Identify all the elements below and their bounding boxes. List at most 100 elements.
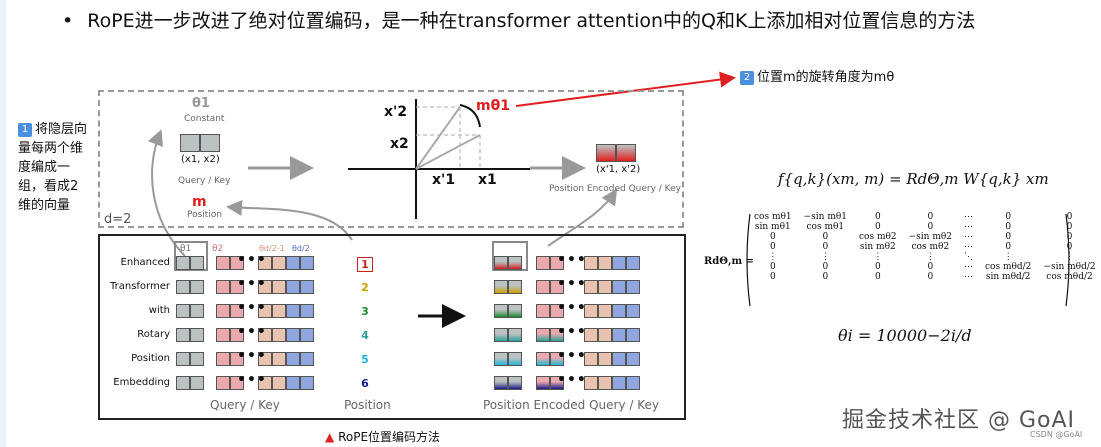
encoded-cell (508, 376, 522, 390)
encoded-cell (494, 352, 508, 366)
encoded-cell (584, 304, 598, 318)
query-cell (272, 352, 286, 366)
x2-label: x2 (390, 136, 409, 152)
ellipsis-dots: ••• (557, 324, 587, 340)
query-cell (216, 256, 230, 270)
matrix-cell: ⋯ (964, 232, 973, 242)
encoded-cell (584, 352, 598, 366)
rope-function-formula: f{q,k}(xm, m) = RdΘ,m W{q,k} xm (778, 170, 1049, 188)
query-cell (272, 280, 286, 294)
highlight-box-left (174, 241, 208, 271)
query-cell (286, 304, 300, 318)
query-cell (286, 376, 300, 390)
rotation-axes (348, 99, 530, 219)
query-cell (300, 328, 314, 342)
matrix-cell: cos mθ2 (859, 232, 897, 242)
matrix-cell: ⋮ (925, 252, 935, 262)
ellipsis-dots: ••• (557, 372, 587, 388)
matrix-cell: cos mθd/2 (985, 262, 1032, 272)
matrix-cell: ⋮ (1003, 252, 1013, 262)
col-header-theta2: θ2 (212, 244, 224, 254)
matrix-cell: cos mθ2 (911, 242, 950, 252)
encoded-cell (550, 256, 564, 270)
query-cell (286, 328, 300, 342)
encoded-cell (550, 280, 564, 294)
encoded-cell (508, 352, 522, 366)
encoded-cell (598, 376, 612, 390)
x1-label: x1 (478, 172, 497, 188)
ellipsis-dots: ••• (237, 276, 267, 292)
query-cell (286, 352, 300, 366)
constant-label: Constant (184, 114, 225, 124)
col-header-theta-d2: θd/2 (292, 244, 310, 253)
encoded-cell (494, 376, 508, 390)
query-cell (300, 256, 314, 270)
col-header-theta1: θ1 (180, 244, 192, 254)
x1-prime-label: x'1 (432, 172, 456, 188)
encoded-cell (598, 280, 612, 294)
footer-position: Position (344, 398, 391, 412)
encoded-cell (612, 352, 626, 366)
encoded-cell (508, 256, 522, 270)
encoded-cell (536, 376, 550, 390)
bullet-point: • RoPE进一步改进了绝对位置编码，是一种在transformer attent… (62, 6, 975, 33)
position-number: 4 (361, 329, 369, 342)
matrix-cell: 0 (927, 222, 934, 232)
query-cell (300, 376, 314, 390)
encoded-cell (536, 256, 550, 270)
encoded-cell (550, 376, 564, 390)
matrix-cell: ⋯ (964, 242, 973, 252)
encoded-cell (494, 280, 508, 294)
matrix-cell: 0 (822, 232, 829, 242)
encoded-cell (598, 304, 612, 318)
matrix-cell: cos mθ1 (754, 212, 792, 222)
m-label: m (192, 194, 207, 210)
ellipsis-dots: ••• (237, 348, 267, 364)
encoded-cell (598, 352, 612, 366)
matrix-cell: 0 (1066, 232, 1073, 242)
query-cell (230, 304, 244, 318)
query-cell (190, 256, 204, 270)
original-vector (415, 134, 481, 170)
encoded-cell (598, 256, 612, 270)
query-cell (176, 352, 190, 366)
matrix-cell: ⋯ (964, 222, 973, 232)
watermark: 掘金技术社区 @ GoAI (842, 408, 1076, 433)
matrix-cell: sin mθ2 (859, 242, 896, 252)
encoded-cell (598, 328, 612, 342)
footer-query-key: Query / Key (210, 398, 280, 412)
query-cell (216, 304, 230, 318)
query-cell (230, 280, 244, 294)
matrix-cell: sin mθd/2 (985, 272, 1031, 282)
query-cell (272, 376, 286, 390)
matrix-cell: ⋯ (964, 262, 973, 272)
col-header-theta-d2-1: θd/2-1 (259, 244, 285, 253)
bullet-text: RoPE进一步改进了绝对位置编码，是一种在transformer attenti… (87, 10, 976, 32)
matrix-cell: ⋮ (873, 252, 883, 262)
bullet-dot: • (62, 10, 74, 32)
matrix-cell: 0 (822, 242, 829, 252)
query-cell (216, 328, 230, 342)
ellipsis-dots: ••• (557, 348, 587, 364)
matrix-cell: 0 (927, 272, 934, 282)
query-cell (300, 352, 314, 366)
query-cell (216, 280, 230, 294)
encoded-cell-2 (616, 144, 636, 162)
note-badge-1: 1 (18, 123, 32, 137)
encoded-cell (584, 280, 598, 294)
row-label: Rotary (137, 329, 170, 340)
ellipsis-dots: ••• (557, 300, 587, 316)
d-label: d=2 (104, 212, 132, 227)
encoded-cell (626, 256, 640, 270)
ellipsis-dots: ••• (557, 276, 587, 292)
encoded-label: Position Encoded Query / Key (549, 184, 681, 194)
query-cell (176, 376, 190, 390)
figure-caption: ▲ RoPE位置编码方法 (325, 428, 440, 445)
matrix-cell: 0 (1005, 242, 1012, 252)
encoded-cell (494, 304, 508, 318)
